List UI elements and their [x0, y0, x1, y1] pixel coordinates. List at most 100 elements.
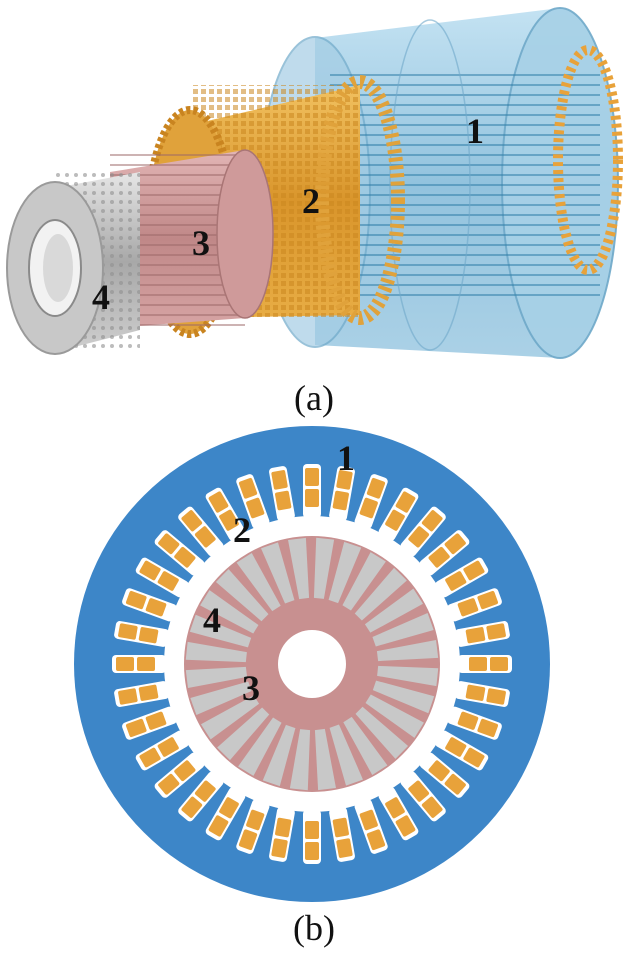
winding-conductor [445, 571, 467, 591]
motor-3d-illustration: 1 2 3 4 [6, 7, 623, 359]
winding-conductor [305, 489, 319, 507]
winding-conductor [444, 773, 466, 795]
stator-slot [269, 466, 295, 522]
stator-slot [378, 487, 419, 541]
label-b-3: 3 [242, 668, 260, 708]
rotor-bar [289, 729, 311, 791]
winding-conductor [477, 590, 499, 610]
winding-conductor [305, 821, 319, 839]
winding-conductor [125, 718, 147, 738]
rotor-bar [217, 707, 270, 761]
rotor-bar [354, 567, 407, 621]
rotor-bar [236, 552, 281, 612]
winding-conductor [421, 510, 443, 532]
winding-conductor [408, 780, 430, 802]
winding-conductor [332, 817, 349, 838]
stator-slot [114, 681, 170, 707]
winding-conductor [118, 688, 138, 705]
winding-conductor [463, 747, 485, 768]
rotor-bar [288, 537, 310, 600]
winding-conductor [137, 657, 155, 671]
rotor-bar [262, 724, 296, 787]
stator-slot [419, 530, 470, 576]
stator-slot [400, 771, 446, 822]
rotor-bar [372, 680, 435, 714]
label-a-4: 4 [92, 277, 110, 317]
winding-conductor [465, 684, 486, 701]
stator-slot [178, 506, 224, 557]
rotor-bars-3d [6, 172, 140, 355]
winding-conductor [486, 688, 506, 705]
winding-conductor [246, 809, 265, 831]
stator-slot [122, 706, 177, 740]
winding-conductor [125, 590, 147, 610]
winding-conductor [305, 468, 319, 486]
rotor-bar [329, 724, 363, 786]
stator-slot [329, 466, 355, 522]
winding-conductor [275, 817, 292, 838]
winding-conductor [138, 627, 159, 644]
stator-slot [354, 799, 388, 854]
rotor-bar [190, 681, 252, 715]
rotor-bar [342, 552, 386, 611]
winding-conductor [385, 797, 405, 819]
rotor-bar [365, 694, 424, 738]
stator-slot [135, 730, 189, 771]
winding-conductor [158, 773, 180, 795]
winding-conductor [139, 747, 161, 768]
rotor-bars [185, 537, 439, 791]
stator-slot [154, 752, 205, 798]
winding-conductor [395, 815, 416, 837]
winding-conductor [116, 657, 134, 671]
winding-conductor [194, 780, 216, 802]
stator-slot [122, 588, 177, 622]
rotor-bar [238, 717, 282, 776]
winding-conductor [385, 509, 405, 531]
rotor-bar [189, 614, 252, 648]
winding-conductor [305, 842, 319, 860]
winding-conductor [408, 526, 430, 548]
winding-conductor [428, 546, 450, 568]
winding-conductor [145, 711, 167, 730]
winding-conductor [208, 491, 229, 513]
stator-slot [400, 506, 446, 557]
stator-slot [303, 464, 321, 518]
winding-conductor [463, 560, 485, 581]
stator-slot [454, 681, 510, 707]
stator-slot [135, 557, 189, 598]
rotor-bar [343, 716, 388, 776]
rotor-bar [314, 728, 336, 791]
rotor-bar [328, 541, 362, 604]
stator-slot [419, 752, 470, 798]
stator-slot [114, 621, 170, 647]
rotor-bar [376, 640, 439, 662]
rotor-bar [364, 588, 424, 633]
winding-conductor [181, 510, 203, 532]
winding-conductor [336, 470, 353, 490]
winding-conductor [359, 497, 378, 519]
winding-conductor [457, 711, 479, 730]
winding-conductor [118, 623, 138, 640]
stator-slot [447, 706, 502, 740]
winding-conductor [486, 623, 506, 640]
caption-b: (b) [293, 908, 335, 948]
winding-conductor [332, 490, 349, 511]
panel-a-3d-view: 1 2 3 4 [0, 0, 628, 378]
stator-slot [329, 806, 355, 862]
rotor-bar [200, 695, 260, 740]
rotor-bar [377, 665, 439, 687]
stator-slot [154, 530, 205, 576]
winding-conductor [477, 718, 499, 738]
winding-conductor [444, 533, 466, 555]
caption-a: (a) [294, 378, 334, 418]
panel-b-cross-section: 1 2 3 4 [0, 420, 628, 910]
winding-conductor [138, 684, 159, 701]
winding-conductor [174, 546, 196, 568]
stator-slot [205, 787, 246, 841]
label-b-2: 2 [233, 510, 251, 550]
winding-conductor [219, 509, 239, 531]
rotor-bar [372, 613, 434, 647]
rotor-bar [185, 666, 248, 688]
stator-slot [303, 810, 321, 864]
label-a-1: 1 [466, 111, 484, 151]
